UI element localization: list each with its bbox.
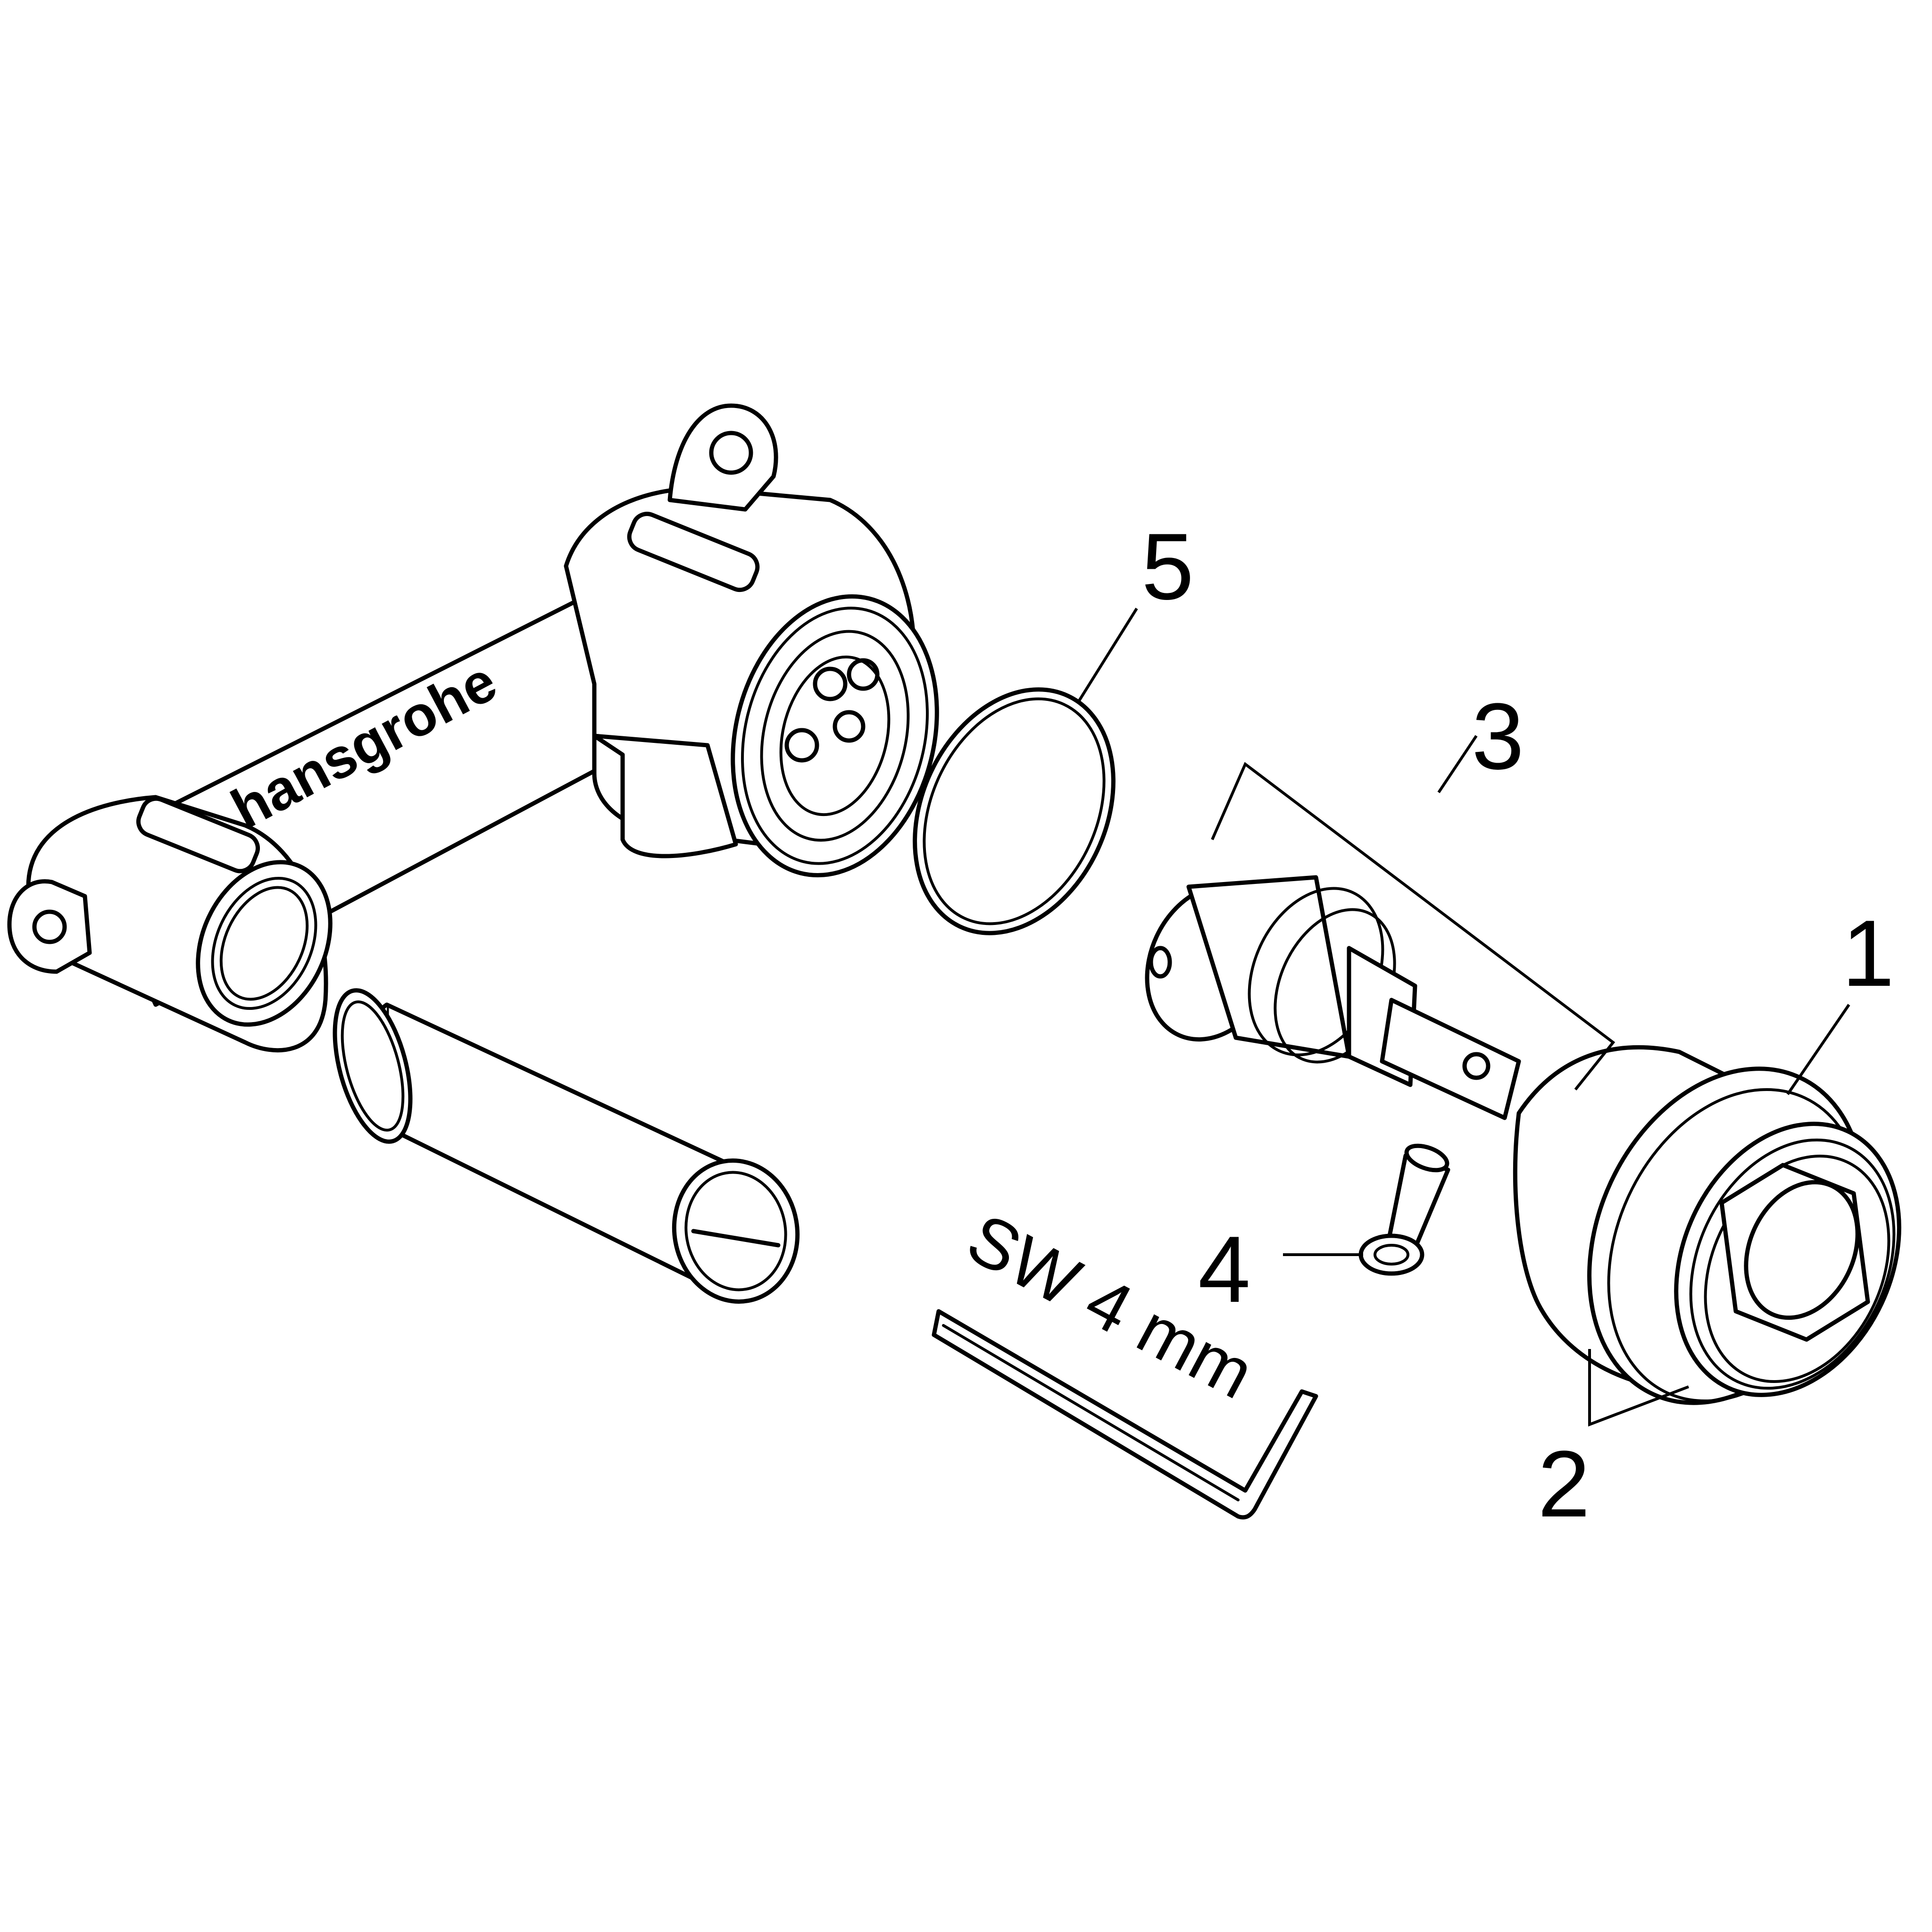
hex-key-tool xyxy=(932,1309,1318,1520)
callout-5: 5 xyxy=(1141,514,1194,619)
callout-2: 2 xyxy=(1538,1432,1590,1537)
callout-3: 3 xyxy=(1472,684,1524,789)
callout-4: 4 xyxy=(1198,1217,1250,1322)
o-ring xyxy=(913,687,1116,935)
screw xyxy=(1358,1143,1450,1276)
valve-body: hansgrohe xyxy=(7,403,939,1053)
valve-cartridge xyxy=(1145,875,1521,1120)
extension-pipe xyxy=(333,988,800,1304)
callout-1: 1 xyxy=(1842,901,1894,1006)
cover-sleeve-assembly xyxy=(1513,1045,1901,1405)
leader-lines xyxy=(1076,608,1850,1427)
